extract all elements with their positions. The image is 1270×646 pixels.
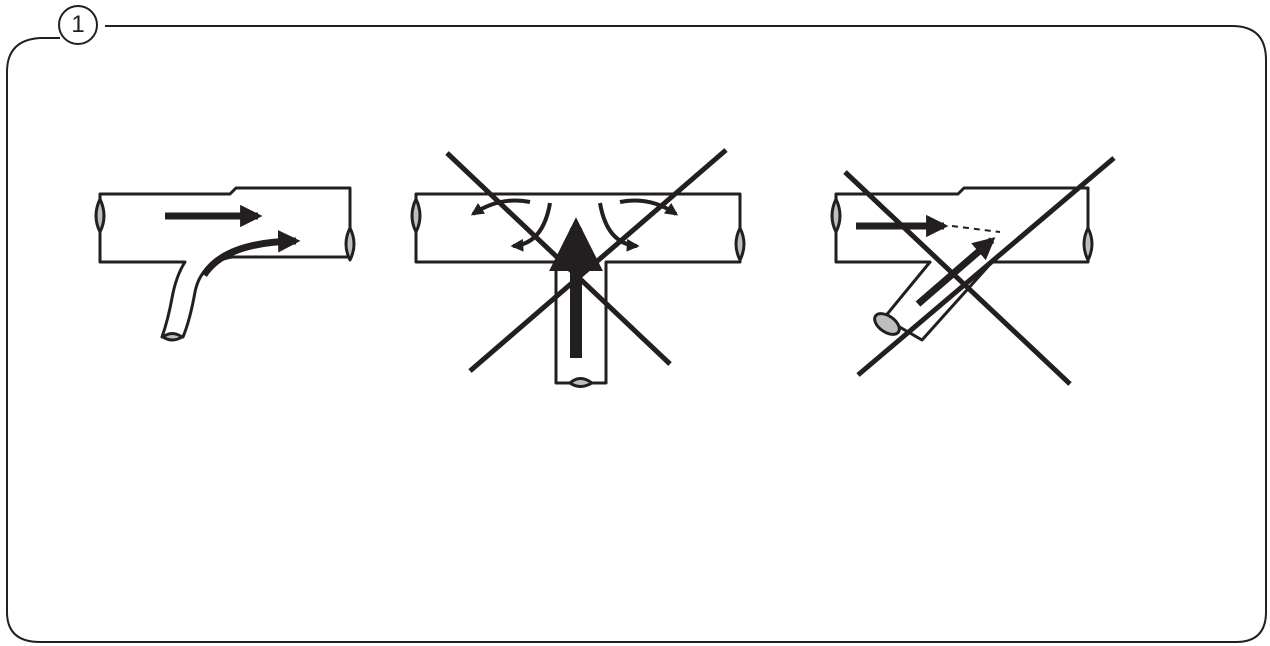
figure-branch-reverse-angle-wrong: [830, 156, 1116, 386]
pipe-end-left-icon: [94, 197, 106, 234]
pipe-end-right-icon: [1082, 226, 1094, 262]
pipe-end-right-icon: [344, 226, 356, 262]
figure-branch-perpendicular-wrong: [410, 148, 746, 388]
branch-end-icon: [161, 332, 184, 342]
pipe-end-right-icon: [734, 226, 746, 262]
branch-end-icon: [568, 377, 594, 388]
pipe-end-left-icon: [410, 197, 422, 234]
step-number-badge: [58, 5, 98, 45]
turbulence-arrow-left: [510, 202, 552, 252]
step-number: 1: [71, 11, 85, 38]
cross-out-icon-stroke-a: [843, 170, 1072, 386]
hidden-edge: [951, 225, 1001, 233]
figure-branch-angled-correct: [94, 186, 356, 342]
flow-arrow-branch: [201, 230, 301, 278]
turbulence-arrow-right-upper: [619, 198, 679, 216]
pipe-end-left-icon: [830, 197, 842, 234]
cross-out-icon-stroke-a: [445, 151, 672, 366]
turbulence-arrow-right: [598, 202, 640, 252]
panel-frame: [6, 25, 1267, 643]
cross-out-icon-stroke-b: [856, 156, 1116, 377]
cross-out-icon-stroke-b: [468, 148, 728, 373]
flow-arrow-branch: [915, 237, 996, 307]
branch-end-icon: [873, 312, 901, 336]
main-pipe: [98, 186, 352, 339]
